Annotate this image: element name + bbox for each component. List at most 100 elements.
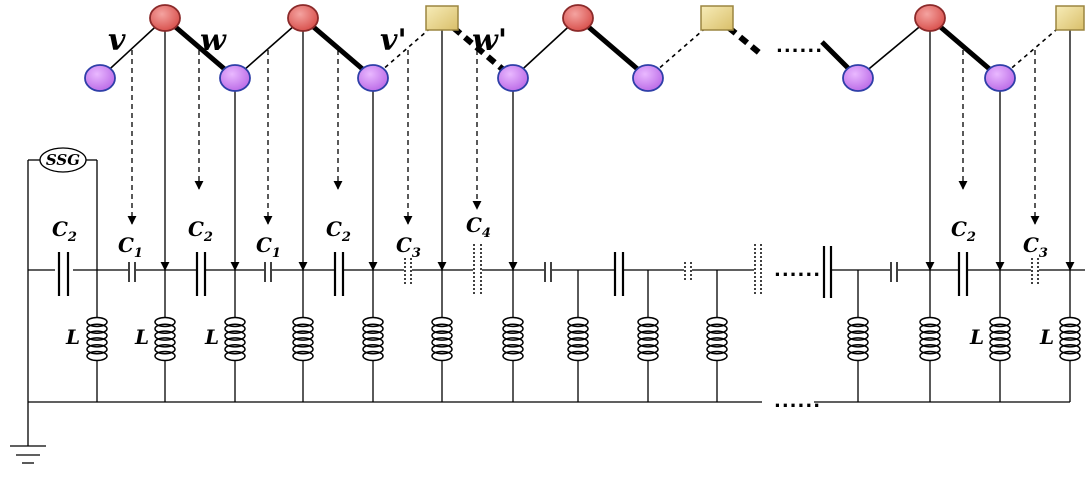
defect-square (1055, 5, 1085, 31)
capacitor-c3-defect (404, 258, 412, 286)
coil-turn (362, 343, 384, 355)
coil-turn (224, 330, 246, 341)
cap-label-c2: C2 (188, 217, 213, 245)
inductor-label: L (65, 325, 80, 349)
coil-turn (224, 337, 246, 348)
defect-square (425, 5, 459, 31)
coil-turn (292, 323, 314, 335)
coil-turn (502, 337, 524, 348)
coil-turn (637, 323, 659, 335)
coil-turn (1059, 350, 1081, 362)
bond-thick (163, 16, 237, 80)
coil-turn (919, 343, 941, 355)
coupling-arrows (127, 30, 1075, 271)
coil-turn (567, 343, 589, 355)
capacitor-c1 (128, 262, 136, 282)
coil-turn (847, 343, 869, 355)
inductor-leg (706, 270, 728, 402)
ssg-source (39, 147, 87, 173)
atom-red (562, 4, 594, 32)
coil-turn (567, 330, 589, 341)
coil-turn (989, 316, 1011, 328)
atom-red (287, 4, 319, 32)
inductor-leg (362, 270, 384, 402)
atom-purple (984, 64, 1016, 92)
coil-turn (431, 316, 453, 328)
cap-label-c2: C2 (951, 217, 976, 245)
atom-purple (84, 64, 116, 92)
coil-turn (847, 330, 869, 341)
inductor-leg (292, 270, 314, 402)
bond-thin (857, 17, 931, 79)
capacitor-c3-defect (684, 262, 692, 282)
bond-label-w: w (200, 23, 227, 58)
atom-red (914, 4, 946, 32)
cap-label-c2: C2 (326, 217, 351, 245)
coil-turn (362, 337, 384, 348)
capacitors (57, 244, 1039, 298)
coil-turn (847, 337, 869, 348)
coil-turn (154, 343, 176, 355)
inductor-label: L (204, 325, 219, 349)
bond-thick (928, 16, 1002, 80)
inductor-leg (154, 270, 176, 402)
atom-purple (357, 64, 389, 92)
coil-turn (292, 330, 314, 341)
coil-turn (224, 323, 246, 335)
coil-turn (1059, 343, 1081, 355)
inductor-labels: L L L L L (65, 325, 1054, 349)
coil-turn (706, 343, 728, 355)
coil-turn (637, 337, 659, 348)
atom-purple (842, 64, 874, 92)
coil-turn (292, 350, 314, 362)
coil-turn (86, 330, 108, 341)
coil-turn (86, 316, 108, 328)
capacitor-c1 (890, 262, 898, 282)
coil-turn (637, 350, 659, 362)
coil-turn (154, 330, 176, 341)
bond-thin (234, 17, 304, 79)
circuit-ellipsis: ...... (774, 260, 821, 281)
inductor-leg (989, 270, 1011, 402)
coil-turn (224, 316, 246, 328)
coil-turn (86, 343, 108, 355)
cap-label-c2: C2 (52, 217, 77, 245)
coil-turn (637, 316, 659, 328)
coil-turn (224, 350, 246, 362)
coil-turn (154, 337, 176, 348)
cap-label-c3: C3 (396, 233, 421, 261)
coil-turn (706, 337, 728, 348)
inductor-leg (637, 270, 659, 402)
inductor-label: L (1039, 325, 1054, 349)
cap-label-c1: C1 (256, 233, 281, 261)
coil-turn (431, 350, 453, 362)
cap-label-c3: C3 (1023, 233, 1048, 261)
coil-turn (292, 316, 314, 328)
coil-turn (502, 343, 524, 355)
inductor-label: L (969, 325, 984, 349)
capacitor-c2 (333, 252, 345, 296)
coil-turn (567, 337, 589, 348)
ground-ellipsis: ...... (774, 391, 821, 412)
coil-turn (502, 323, 524, 335)
coil-turn (502, 316, 524, 328)
coil-turn (86, 337, 108, 348)
coil-turn (706, 316, 728, 328)
bond-label-w-prime: w' (472, 23, 507, 58)
coil-turn (989, 323, 1011, 335)
inductor-leg (567, 270, 589, 402)
bond-labels: v w v' w' (108, 23, 507, 58)
coil-turn (431, 330, 453, 341)
capacitor-c2 (195, 252, 207, 296)
bond-label-v-prime: v' (380, 23, 407, 58)
coil-turn (637, 330, 659, 341)
coil-turn (567, 350, 589, 362)
coil-turn (1059, 330, 1081, 341)
coil-turn (919, 316, 941, 328)
capacitor-c3-defect (1031, 258, 1039, 286)
coil-turn (362, 350, 384, 362)
inductor-label: L (134, 325, 149, 349)
coil-turn (154, 323, 176, 335)
cap-label-c4: C4 (466, 213, 491, 241)
capacitor-c2 (822, 246, 833, 298)
